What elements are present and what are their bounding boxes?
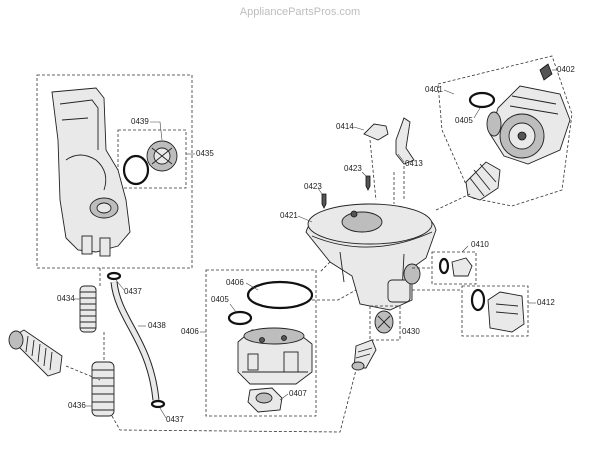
clip-part <box>539 63 553 81</box>
strainer-dashed-box <box>369 305 401 341</box>
pump-cover-group: 0406 0405 0406 0407 <box>181 269 357 417</box>
sump-cover-group: 0439 0435 <box>36 74 214 269</box>
right-parts-group: 0410 0412 <box>412 240 555 337</box>
label-0435: 0435 <box>196 149 214 158</box>
pump-cover-dashed-box <box>205 269 317 417</box>
heater-dashed-box <box>461 285 529 337</box>
circulation-pump-dashed-area <box>437 55 573 207</box>
label-0437-top: 0437 <box>124 287 142 296</box>
screw-lower-part <box>321 193 327 209</box>
label-0402: 0402 <box>557 65 575 74</box>
label-0401: 0401 <box>425 85 443 94</box>
label-0436: 0436 <box>68 401 86 410</box>
label-0434: 0434 <box>57 294 75 303</box>
watermark-text: AppliancePartsPros.com <box>240 6 360 18</box>
valve-seal-part <box>438 257 450 275</box>
valve-part <box>451 257 473 277</box>
pump-cover-o-ring-part <box>246 280 314 310</box>
label-0423-upper: 0423 <box>344 164 362 173</box>
corrugated-hose-part <box>91 361 115 417</box>
label-0430: 0430 <box>402 327 420 336</box>
label-0405-left: 0405 <box>211 295 229 304</box>
label-0407: 0407 <box>289 389 307 398</box>
drain-hose-spring-part <box>79 285 97 333</box>
label-0423-lower: 0423 <box>304 182 322 191</box>
small-o-ring-part <box>227 310 253 326</box>
check-valve-dashed-box <box>117 129 187 189</box>
label-0438: 0438 <box>148 321 166 330</box>
label-0439: 0439 <box>131 117 149 126</box>
hose-clamp-top-part <box>106 271 122 281</box>
label-0410: 0410 <box>471 240 489 249</box>
label-0414: 0414 <box>336 122 354 131</box>
label-0406-top: 0406 <box>226 278 244 287</box>
label-0437-bottom: 0437 <box>166 415 184 424</box>
hose-clamp-bottom-part <box>150 399 166 409</box>
bracket-part <box>363 123 389 141</box>
check-valve-seal-part <box>122 154 150 186</box>
heater-seal-part <box>470 288 486 312</box>
label-0406-side: 0406 <box>181 327 199 336</box>
hoses-group: 0434 0437 0438 0437 0436 <box>8 268 357 433</box>
sump-cover-dashed-box <box>36 74 193 269</box>
label-0405-right: 0405 <box>455 116 473 125</box>
circulation-pump-group: 0405 0402 0401 <box>425 55 575 211</box>
sensor-part <box>395 117 415 165</box>
sump-cover-part <box>51 87 131 253</box>
screw-upper-part <box>365 175 371 191</box>
label-0413: 0413 <box>405 159 423 168</box>
label-0412: 0412 <box>537 298 555 307</box>
heater-part <box>487 291 525 333</box>
pump-seal-ring-part <box>468 91 496 109</box>
label-0421: 0421 <box>280 211 298 220</box>
sump-group: 0414 0413 0423 0423 0421 0430 <box>280 117 437 371</box>
valve-dashed-box <box>431 251 477 285</box>
